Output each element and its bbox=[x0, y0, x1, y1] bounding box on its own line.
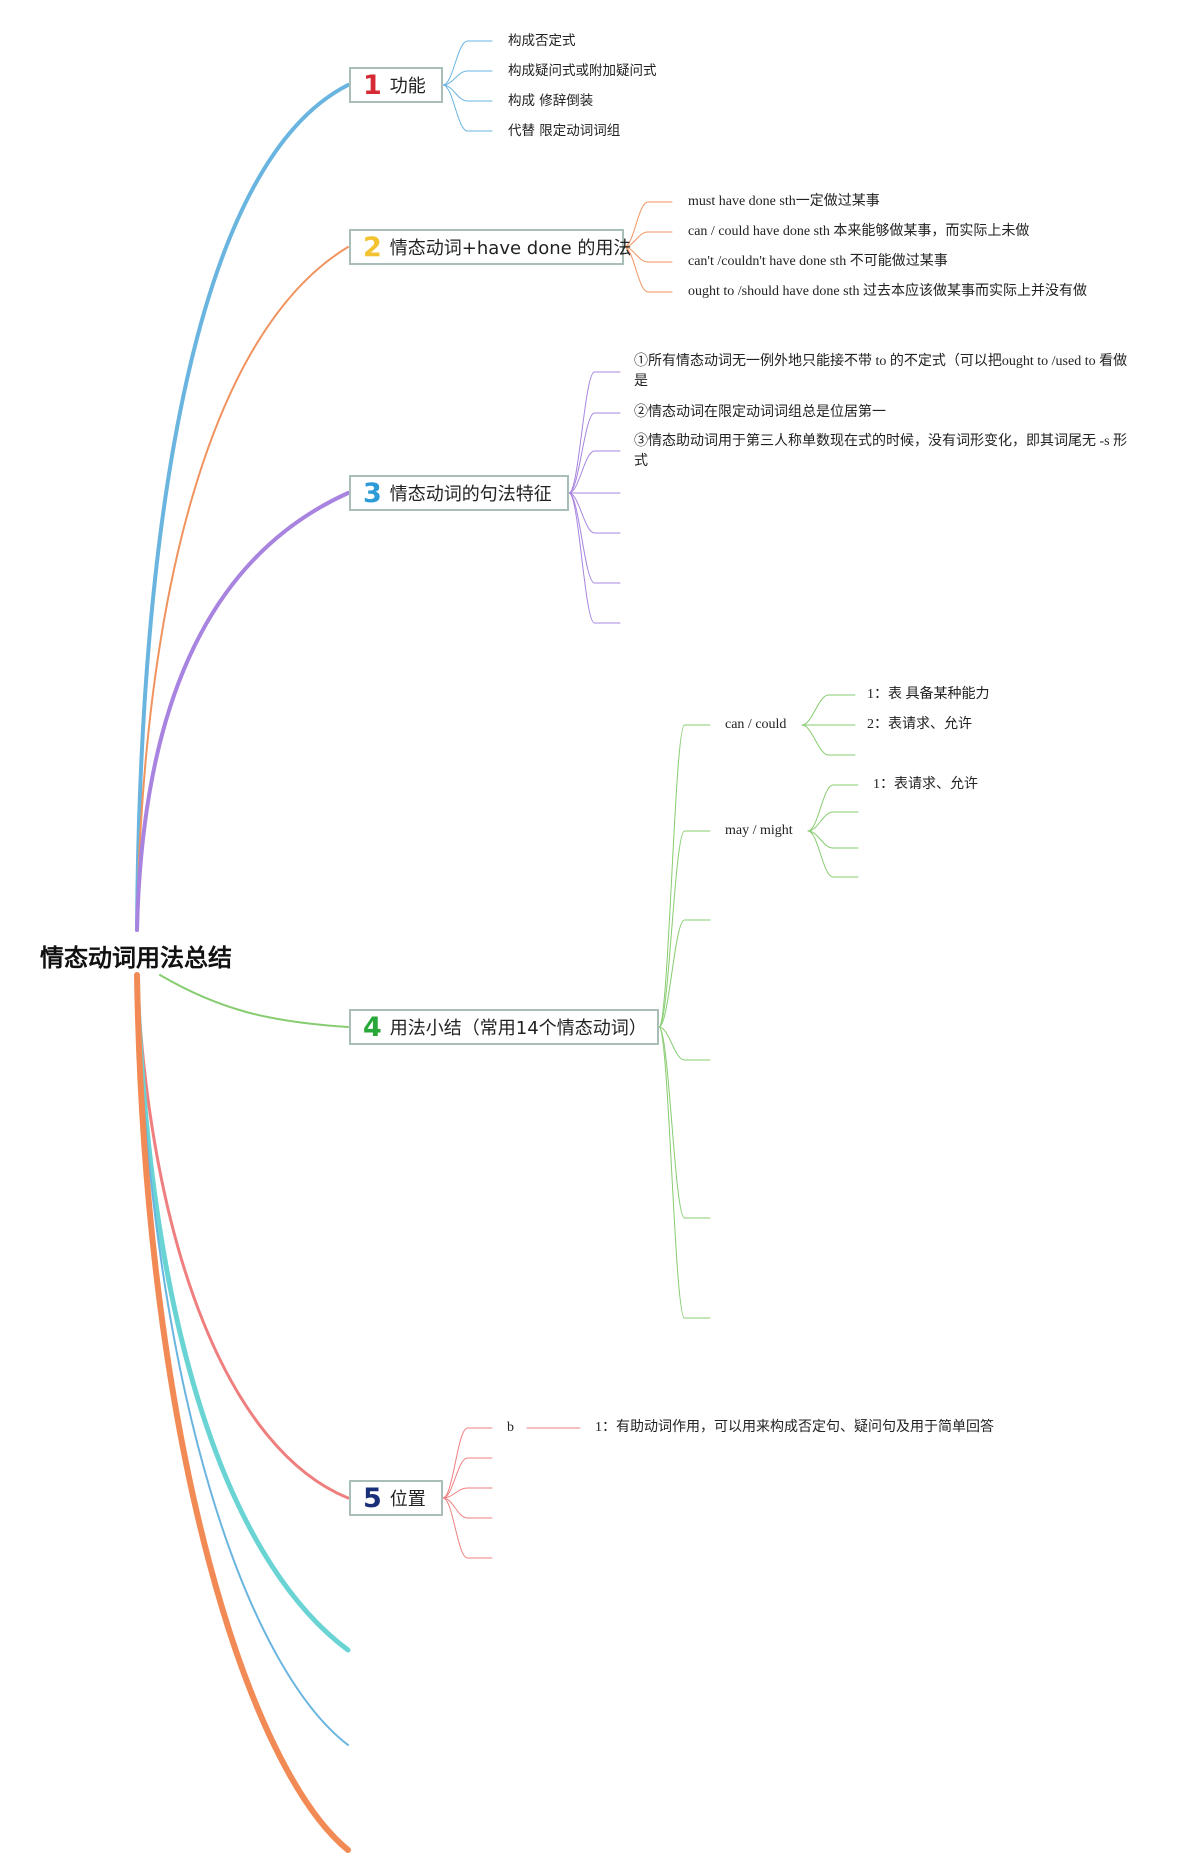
branch-1-leaf[interactable]: 代替 限定动词词组 bbox=[508, 123, 621, 139]
branch-3-leaf-line bbox=[568, 412, 621, 494]
branch-1-leaf[interactable]: 构成否定式 bbox=[508, 33, 576, 49]
branch-7-line bbox=[136, 974, 349, 1746]
can-could-leaf[interactable]: 2：表请求、允许 bbox=[867, 717, 972, 732]
branch-6-line bbox=[134, 972, 351, 1653]
can-could-leaf[interactable]: 1：表 具备某种能力 bbox=[867, 687, 990, 702]
branch-5-sub-line bbox=[442, 1487, 493, 1499]
may-might-leaf[interactable]: 1：表请求、允许 bbox=[873, 777, 978, 792]
branch-2-leaf[interactable]: can't /couldn't have done sth 不可能做过某事 bbox=[688, 254, 948, 269]
branch-3-leaf[interactable]: ①所有情态动词无一例外地只能接不带 to 的不定式（可以把ought to /u… bbox=[634, 354, 1128, 389]
branch-3-leaf[interactable]: ②情态动词在限定动词词组总是位居第一 bbox=[634, 405, 886, 420]
root-topic[interactable]: 情态动词用法总结 bbox=[40, 944, 232, 972]
branch-5-line bbox=[135, 973, 350, 1500]
branch-2-leaf[interactable]: must have done sth一定做过某事 bbox=[688, 194, 880, 209]
branch-5-label: 位置 bbox=[389, 1489, 426, 1510]
branch-4-label: 用法小结（常用14个情态动词） bbox=[389, 1018, 647, 1039]
branch-3-number: 3 bbox=[363, 477, 382, 509]
branch-4-number: 4 bbox=[363, 1011, 382, 1043]
branch-4-line bbox=[159, 974, 349, 1028]
branch-3-leaf-line bbox=[568, 492, 621, 534]
branch-5-sub-line bbox=[442, 1497, 493, 1519]
may-might-leaf-line bbox=[807, 811, 859, 832]
may-might-node[interactable]: may / might bbox=[725, 823, 793, 838]
branch-2-leaf-line bbox=[623, 231, 673, 248]
branch-3-leaf-line bbox=[568, 492, 621, 584]
branch-1-label: 功能 bbox=[389, 76, 426, 97]
b-node[interactable]: b bbox=[507, 1420, 514, 1435]
branch-5-number: 5 bbox=[363, 1482, 382, 1514]
may-might-leaf-line bbox=[807, 830, 859, 849]
branch-3-node[interactable]: 3 情态动词的句法特征 bbox=[349, 475, 569, 511]
branch-1-node[interactable]: 1 功能 bbox=[349, 67, 443, 103]
branch-1-leaf-line bbox=[442, 70, 493, 86]
can-could-leaf-line bbox=[801, 724, 856, 756]
branch-2-leaf[interactable]: can / could have done sth 本来能够做某事，而实际上未做 bbox=[688, 224, 1030, 239]
branch-1-leaf-line bbox=[442, 40, 493, 86]
branch-5-node[interactable]: 5 位置 bbox=[349, 1480, 443, 1516]
branch-1-number: 1 bbox=[363, 69, 382, 101]
branch-8-line bbox=[134, 972, 351, 1853]
branch-4-sub-line bbox=[658, 830, 711, 1028]
branch-3-leaf-line bbox=[568, 492, 621, 624]
branch-1-leaf-line bbox=[442, 84, 493, 102]
b-leaf[interactable]: 1：有助动词作用，可以用来构成否定句、疑问句及用于简单回答 bbox=[595, 1420, 994, 1435]
branch-2-label: 情态动词+have done 的用法 bbox=[389, 238, 632, 259]
branch-3-label: 情态动词的句法特征 bbox=[389, 484, 552, 505]
branch-2-leaf-line bbox=[623, 246, 673, 263]
branch-3-leaf-line bbox=[568, 371, 621, 494]
branch-1-leaf[interactable]: 构成 修辞倒装 bbox=[508, 93, 594, 109]
can-could-node[interactable]: can / could bbox=[725, 717, 787, 732]
branch-1-leaf-line bbox=[442, 84, 493, 132]
branch-1-leaf[interactable]: 构成疑问式或附加疑问式 bbox=[508, 63, 657, 79]
branch-2-number: 2 bbox=[363, 231, 382, 263]
branch-4-sub-line bbox=[658, 1026, 711, 1061]
branch-4-node[interactable]: 4 用法小结（常用14个情态动词） bbox=[349, 1009, 659, 1045]
branch-4-sub-line bbox=[658, 1026, 711, 1219]
branch-3-line bbox=[135, 491, 350, 932]
branch-2-leaf[interactable]: ought to /should have done sth 过去本应该做某事而… bbox=[688, 284, 1087, 299]
can-could-leaf-line bbox=[801, 694, 856, 726]
may-might-leaf-line bbox=[807, 784, 859, 832]
branch-3-leaf[interactable]: ③情态助动词用于第三人称单数现在式的时候，没有词形变化，即其词尾无 -s 形式 bbox=[634, 434, 1128, 469]
branch-2-leaf-line bbox=[623, 246, 673, 293]
branch-5-sub-line bbox=[442, 1427, 493, 1499]
branch-5-sub-line bbox=[442, 1457, 493, 1499]
may-might-leaf-line bbox=[807, 830, 859, 878]
branch-3-leaf-line bbox=[568, 450, 621, 494]
branch-4-sub-line bbox=[658, 724, 711, 1028]
branch-5-sub-line bbox=[442, 1497, 493, 1559]
branch-4-sub-line bbox=[658, 1026, 711, 1319]
branch-2-leaf-line bbox=[623, 201, 673, 248]
branch-2-line bbox=[136, 246, 349, 931]
branch-1-line bbox=[135, 83, 350, 932]
branch-2-node[interactable]: 2 情态动词+have done 的用法 bbox=[349, 229, 631, 265]
branch-4-sub-line bbox=[658, 919, 711, 1028]
